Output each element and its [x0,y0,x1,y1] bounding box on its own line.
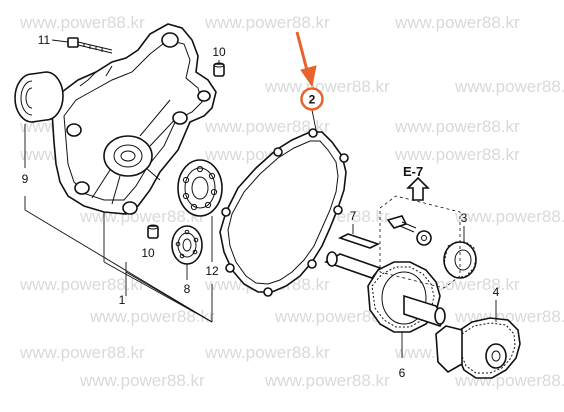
part-number-9: 9 [22,172,29,186]
highlight-circle [300,87,324,111]
oil-seal [14,71,64,168]
watermark-text: www.power88.kr [394,145,520,164]
part-number-4: 4 [493,285,500,299]
drive-gear [435,300,521,379]
bolt [51,37,113,54]
reference-box: E-7 [379,164,461,289]
watermark-text: www.power88.kr [204,117,330,136]
watermark-text: www.power88.kr [89,307,215,326]
gasket [219,109,349,297]
watermark-text: www.power88.kr [204,343,330,362]
group-bracket [24,196,213,323]
bearing-small [171,225,203,280]
part-number-7: 7 [350,209,357,223]
watermark-text: www.power88.kr [79,371,205,390]
watermark-text: www.power88.kr [19,275,145,294]
watermark-text: www.power88.kr [274,307,400,326]
watermark-text: www.power88.kr [264,371,390,390]
watermark-text: www.power88.kr [19,13,145,32]
part-number-6: 6 [399,366,406,380]
pin [337,224,381,249]
highlight-arrow [295,31,324,111]
part-number-12: 12 [205,264,219,278]
reference-code: E-7 [403,164,423,179]
part-number-2: 2 [309,93,316,107]
watermark-text: www.power88.kr [264,77,390,96]
gear-shaft [324,251,446,358]
watermark-text: www.power88.kr [394,117,520,136]
part-number-11: 11 [38,33,51,47]
dowel-pin-upper [213,60,225,77]
dowel-pin-lower [147,224,159,239]
part-number-8: 8 [184,282,191,296]
watermark-text: www.power88.kr [204,13,330,32]
watermark-text: www.power88.kr [394,13,520,32]
part-number-10-lower: 10 [141,246,155,260]
part-number-1: 1 [119,293,126,307]
watermark-text: www.power88.kr [19,343,145,362]
watermark-text: www.power88.kr [454,207,564,226]
part-number-10-upper: 10 [212,45,226,59]
bearing-large [177,159,223,262]
part-number-3: 3 [461,211,468,225]
watermark-text: www.power88.kr [454,77,564,96]
transmission-cover [51,23,217,215]
